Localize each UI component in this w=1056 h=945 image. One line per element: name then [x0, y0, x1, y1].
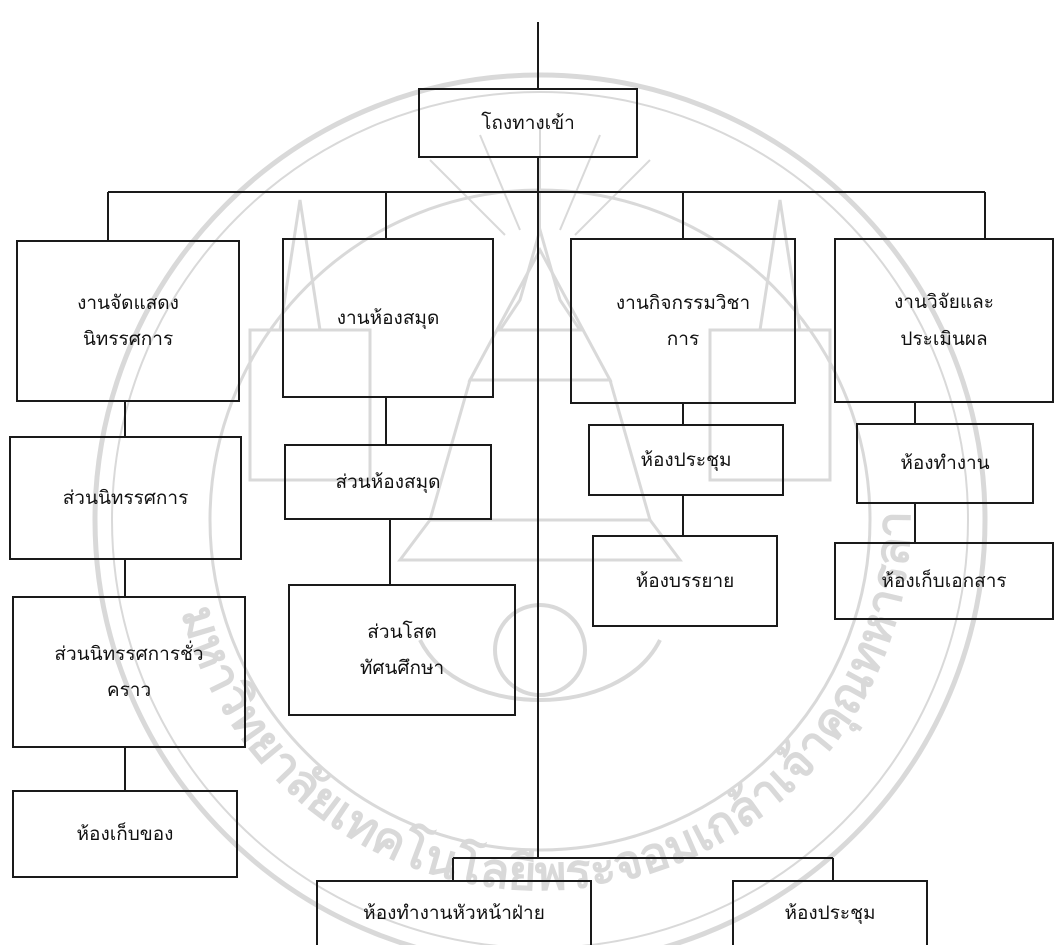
node-head-office: ห้องทำงานหัวหน้าฝ่าย [316, 880, 592, 945]
node-entrance: โถงทางเข้า [418, 88, 638, 158]
node-lecture-room: ห้องบรรยาย [592, 535, 778, 627]
node-bottom-meeting-room: ห้องประชุม [732, 880, 928, 945]
node-academic-activities: งานกิจกรรมวิชา การ [570, 238, 796, 404]
node-library-section: ส่วนห้องสมุด [284, 444, 492, 520]
node-work-room: ห้องทำงาน [856, 423, 1034, 504]
node-temporary-exhibition: ส่วนนิทรรศการชั่ว คราว [12, 596, 246, 748]
node-av-section: ส่วนโสต ทัศนศึกษา [288, 584, 516, 716]
node-document-room: ห้องเก็บเอกสาร [834, 542, 1054, 620]
node-storage-room: ห้องเก็บของ [12, 790, 238, 878]
node-library: งานห้องสมุด [282, 238, 494, 398]
node-exhibition-section: ส่วนนิทรรศการ [9, 436, 242, 560]
node-exhibition: งานจัดแสดง นิทรรศการ [16, 240, 240, 402]
node-research: งานวิจัยและ ประเมินผล [834, 238, 1054, 403]
node-meeting-room: ห้องประชุม [588, 424, 784, 496]
